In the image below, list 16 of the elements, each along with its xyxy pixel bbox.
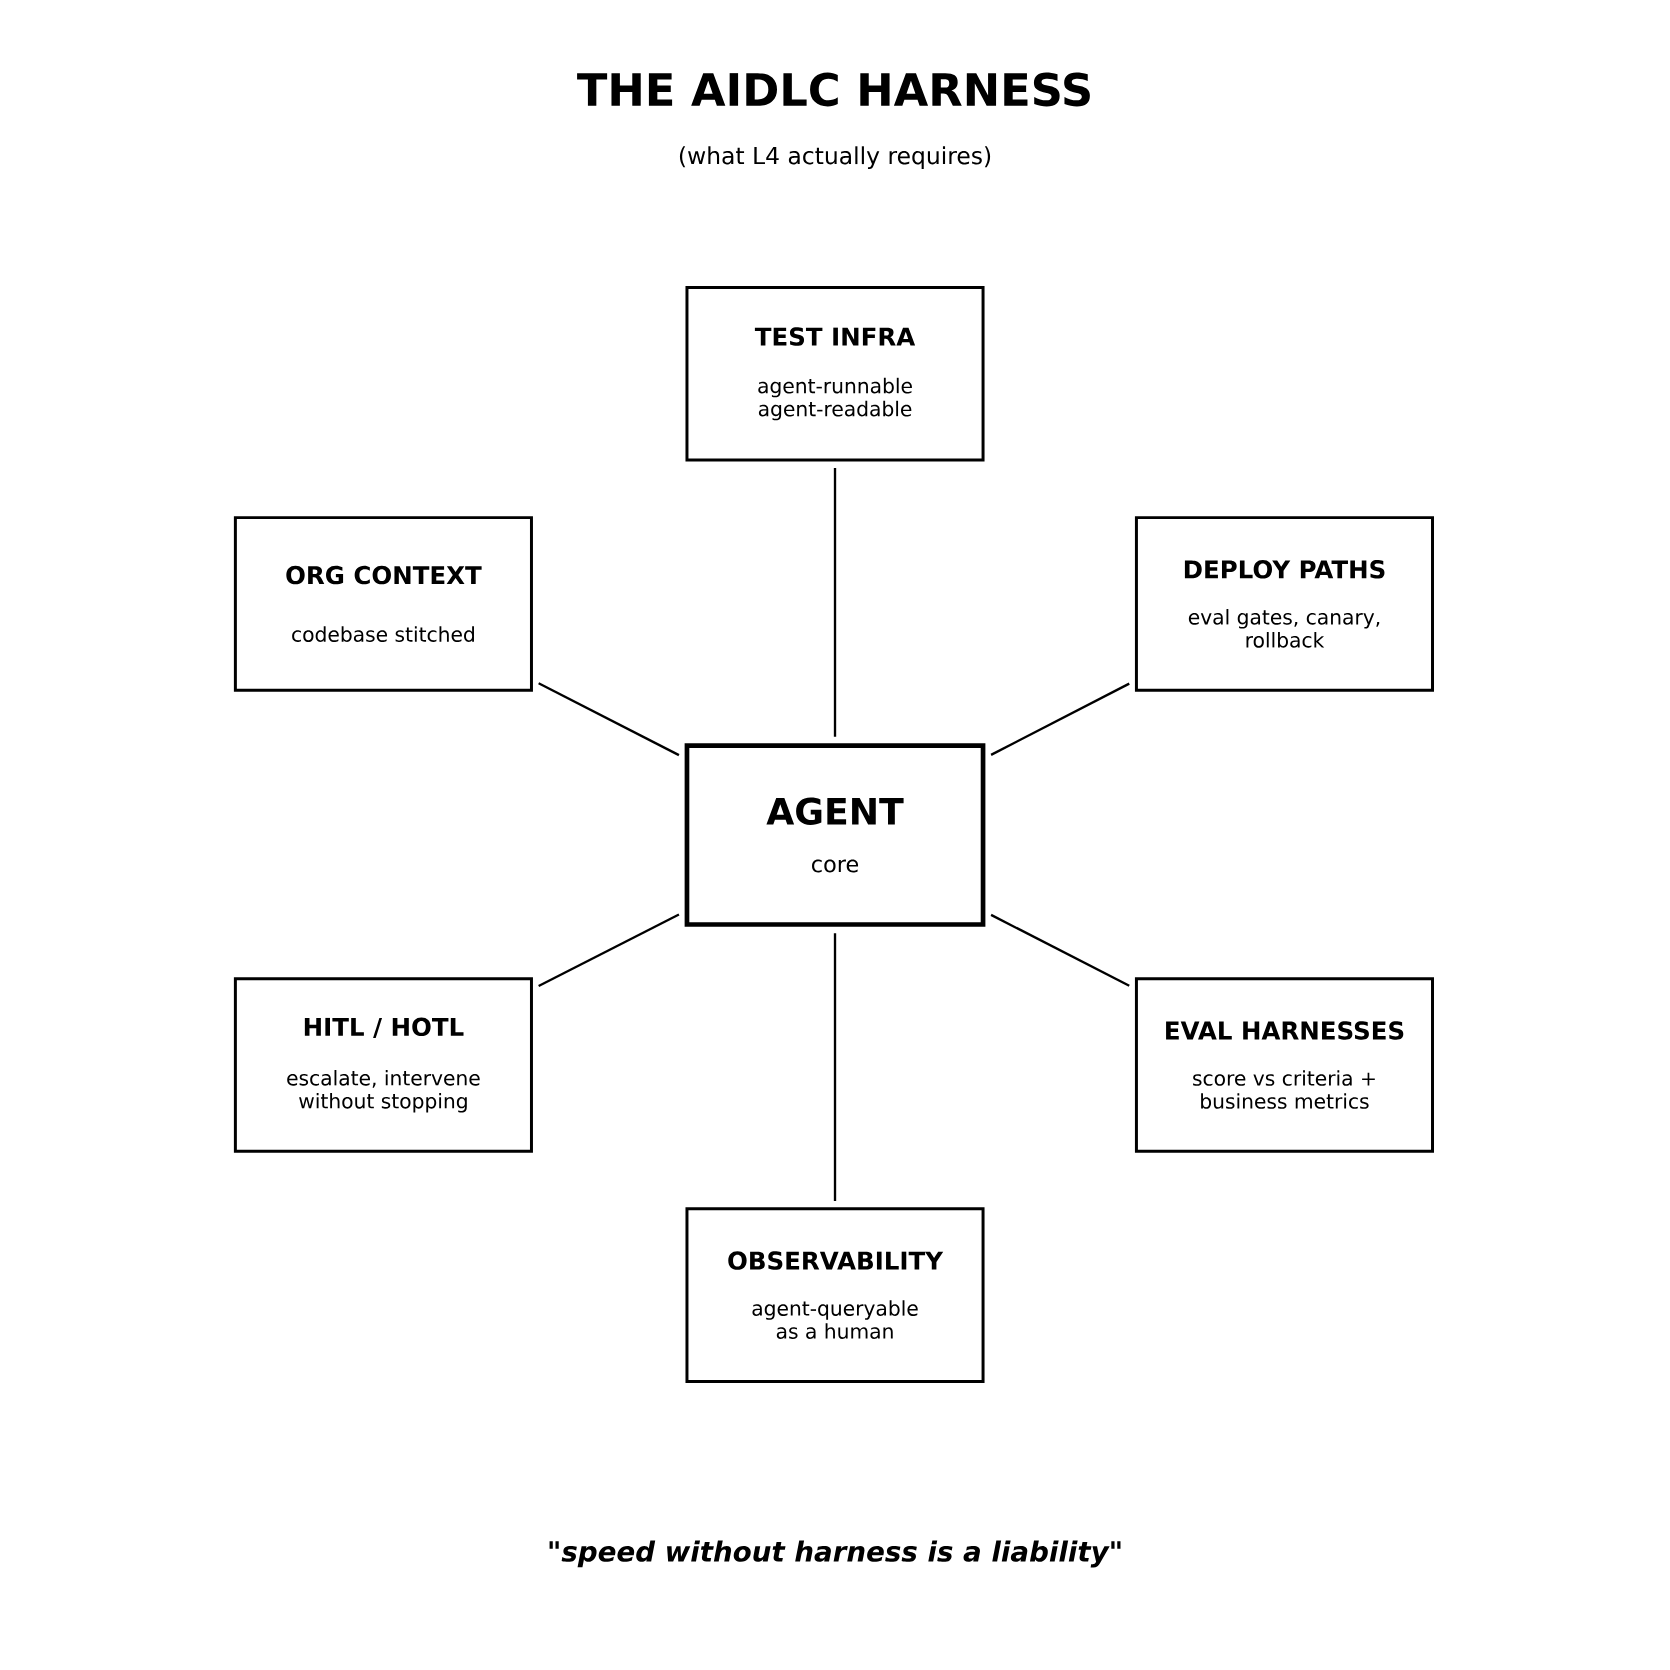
title: THE AIDLC HARNESS	[577, 72, 1090, 107]
process-box: ORG CONTEXT codebase stitched	[233, 516, 533, 692]
caption: "speed without harness is a liability"	[549, 1540, 1121, 1568]
connector-line	[833, 933, 837, 1201]
connector-line	[538, 682, 680, 757]
process-box: TEST INFRA agent-runnable agent-readable	[685, 286, 985, 462]
process-box: HITL / HOTL escalate, intervene without stopping	[233, 977, 533, 1153]
process-box: AGENT core	[684, 743, 986, 927]
subtitle: (what L4 actually requires)	[679, 146, 991, 169]
connector-line	[990, 682, 1130, 756]
connector-line	[990, 913, 1130, 987]
connector-line	[538, 913, 680, 988]
process-box: OBSERVABILITY agent-queryable as a human	[685, 1207, 985, 1383]
process-box: DEPLOY PATHS eval gates, canary, rollback	[1134, 516, 1434, 692]
process-box: EVAL HARNESSES score vs criteria + business metrics	[1134, 977, 1434, 1153]
connector-line	[833, 468, 837, 737]
